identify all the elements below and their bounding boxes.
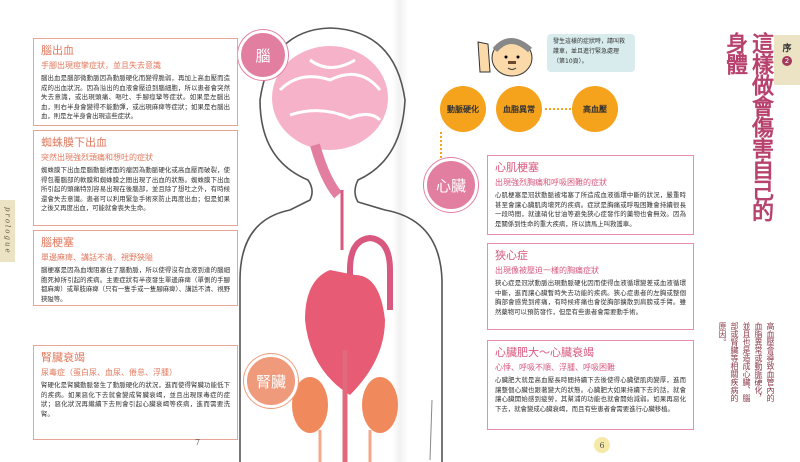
prologue-tab: prologue xyxy=(0,200,15,262)
box-subtitle: 尿毒症（蛋白尿、血尿、倦怠、浮腫） xyxy=(41,368,177,377)
box-subtitle: 心悸、呼吸不順、浮腫、呼吸困難 xyxy=(495,363,615,372)
box-body: 蜘蛛膜下出血是腦動脈裡面的瘤因為動脈硬化或高血壓而破裂，使得包覆腦部的軟膜和蜘蛛… xyxy=(41,166,230,213)
body-outline xyxy=(239,27,443,462)
page-number-right: 6 xyxy=(594,437,610,453)
box-body: 腦出血是腦部微動脈因為動脈硬化而變得脆弱，再加上高血壓而造成的出血狀況。因為溢出… xyxy=(41,74,230,121)
box-subtitle: 單邊麻痺、講話不清、視野狹隘 xyxy=(41,253,153,262)
cause-dyslipidemia: 血脂異常 xyxy=(496,86,542,132)
doctor-cartoon-icon xyxy=(477,38,533,77)
box-subtitle: 突然出現強烈頭痛和想吐的症狀 xyxy=(41,153,153,162)
box-body: 心臟肥大就是高血壓長時間持續下去後使得心臟壁肌肉變厚，進而讓整個心臟也跟著變大的… xyxy=(495,376,686,413)
brain-label: 腦 xyxy=(238,30,288,80)
box-body: 腎硬化是腎臟動脈發生了動脈硬化的狀況，進而使得腎臟功能低下的疾病。如果惡化下去就… xyxy=(41,381,230,418)
page-title-line1: 這樣做會傷害自己的 xyxy=(748,32,773,221)
arrow-to-heart xyxy=(440,132,450,158)
body-illustration xyxy=(239,27,443,462)
info-box-myocardial-infarction: 心肌梗塞 出現強烈胸痛和呼吸困難的症狀 心肌梗塞是冠狀動脈被堵塞了所造成血液循環… xyxy=(487,155,694,235)
info-box-subarachnoid-hemorrhage: 蜘蛛膜下出血 突然出現強烈頭痛和想吐的症狀 蜘蛛膜下出血是腦動脈裡面的瘤因為動脈… xyxy=(33,130,238,226)
cause-hypertension: 高血壓 xyxy=(572,86,618,132)
aorta-icon xyxy=(340,190,393,340)
info-box-angina: 狹心症 出現像被壓迫一樣的胸痛症狀 狹心症是冠狀動脈出現動脈硬化因而使得血液循環… xyxy=(487,243,694,330)
info-box-heart-failure: 心臟肥大～心臟衰竭 心悸、呼吸不順、浮腫、呼吸困難 心臟肥大就是高血壓長時間持續… xyxy=(487,340,694,430)
box-title: 狹心症 xyxy=(495,249,528,262)
kidney-label: 腎臟 xyxy=(244,354,298,408)
box-title: 心肌梗塞 xyxy=(495,161,539,174)
box-body: 狹心症是冠狀動脈出現動脈硬化因而使得血液循環變差或血液循環中斷，進而讓心臟暫時失… xyxy=(495,279,686,316)
kidney-icon xyxy=(292,350,398,462)
cause-arteriosclerosis: 動脈硬化 xyxy=(440,86,486,132)
box-subtitle: 出現強烈胸痛和呼吸困難的症狀 xyxy=(495,178,607,187)
page-number-left: 7 xyxy=(195,438,201,447)
heart-icon xyxy=(305,270,385,395)
box-subtitle: 手腳出現痙攣症狀，並且失去意識 xyxy=(41,61,161,70)
info-box-cerebral-hemorrhage: 腦出血 手腳出現痙攣症狀，並且失去意識 腦出血是腦部微動脈因為動脈硬化而變得脆弱… xyxy=(33,38,238,126)
box-title: 腦梗塞 xyxy=(41,236,74,249)
intro-text: 高血壓會導致血管內的血脂異常或動脈硬化，並且也是造成心臟、腦部或腎臟等相關疾病的… xyxy=(718,322,775,402)
page-title-line2: 身體 xyxy=(722,32,747,74)
box-title: 腦出血 xyxy=(41,44,74,57)
chapter-tab: 序 2 xyxy=(774,35,800,85)
box-title: 蜘蛛膜下出血 xyxy=(41,136,107,149)
box-body: 心肌梗塞是冠狀動脈被堵塞了所造成血液循環中斷的狀況，嚴重時甚至會讓心臟肌肉壞死的… xyxy=(495,191,686,228)
brain-icon xyxy=(272,46,388,199)
speech-bubble: 發生這樣的症狀時，請叫救護車，並且進行緊急處理（第10頁）。 xyxy=(547,34,635,72)
heart-label: 心臟 xyxy=(424,158,478,212)
info-box-cerebral-infarction: 腦梗塞 單邊麻痺、講話不清、視野狹隘 腦梗塞是因為血塊阻塞住了腦動脈，所以使得沒… xyxy=(33,230,238,306)
box-body: 腦梗塞是因為血塊阻塞住了腦動脈，所以使得沒有血液到達的腦細胞死掉所引起的疾病。主… xyxy=(41,266,230,303)
box-title: 腎臟衰竭 xyxy=(41,351,85,364)
box-title: 心臟肥大～心臟衰竭 xyxy=(495,346,594,359)
chapter-tab-label: 序 xyxy=(782,44,792,54)
chapter-tab-number: 2 xyxy=(782,56,792,66)
box-subtitle: 出現像被壓迫一樣的胸痛症狀 xyxy=(495,266,599,275)
info-box-kidney-failure: 腎臟衰竭 尿毒症（蛋白尿、血尿、倦怠、浮腫） 腎硬化是腎臟動脈發生了動脈硬化的狀… xyxy=(33,345,238,440)
arrow-hypertension-to-dyslipidemia xyxy=(545,108,571,110)
